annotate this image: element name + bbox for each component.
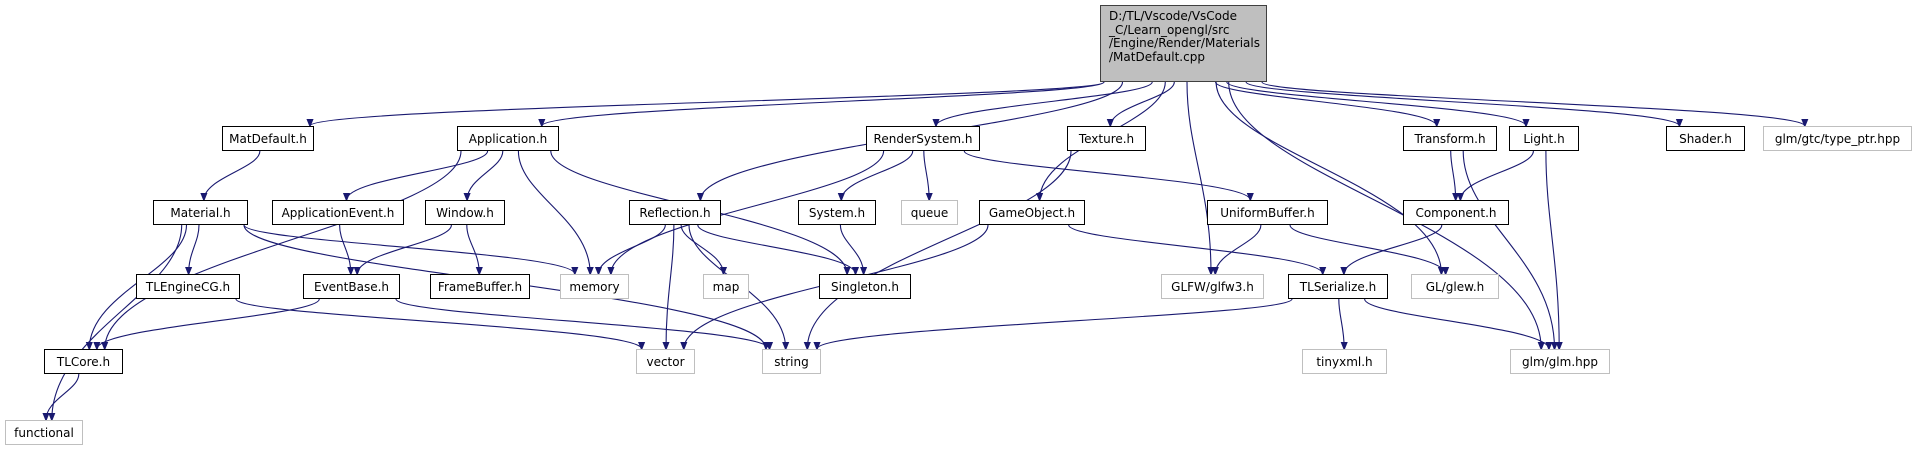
edge-application_h-to-applicationevent_h xyxy=(347,150,489,200)
edge-root-to-rendersystem_h xyxy=(936,81,1153,126)
node-light-h[interactable]: Light.h xyxy=(1509,126,1579,151)
node-tinyxml-h: tinyxml.h xyxy=(1302,349,1387,374)
edge-light_h-to-glm_hpp xyxy=(1545,150,1559,349)
edge-tlenginecg_h-to-vector xyxy=(235,298,642,349)
edge-root-to-application_h xyxy=(542,81,1105,126)
node-gameobject-h[interactable]: GameObject.h xyxy=(979,200,1085,225)
edge-root-to-glm_type_ptr xyxy=(1261,81,1805,126)
edge-root-to-transform_h xyxy=(1214,81,1437,126)
edge-root-to-light_h xyxy=(1226,81,1526,126)
edge-root-to-shader_h xyxy=(1245,81,1679,126)
node-reflection-h[interactable]: Reflection.h xyxy=(629,200,721,225)
edge-tlserialize_h-to-tinyxml_h xyxy=(1338,298,1344,349)
node-framebuffer-h[interactable]: FrameBuffer.h xyxy=(430,274,530,299)
node-singleton-h[interactable]: Singleton.h xyxy=(819,274,911,299)
node-glm-type-ptr-hpp: glm/gtc/type_ptr.hpp xyxy=(1763,126,1912,151)
edge-transform_h-to-component_h xyxy=(1450,150,1456,200)
edge-eventbase_h-to-tlcore_h xyxy=(97,298,320,349)
node-tlenginecg-h[interactable]: TLEngineCG.h xyxy=(136,274,240,299)
edge-tlcore_h-to-functional xyxy=(46,373,80,420)
edge-root-to-glew_h xyxy=(1215,81,1441,274)
edge-window_h-to-eventbase_h xyxy=(357,224,452,274)
edge-root-to-glfw_h xyxy=(1186,81,1211,274)
edge-applicationevent_h-to-eventbase_h xyxy=(339,224,351,274)
node-queue: queue xyxy=(901,200,958,225)
edge-rendersystem_h-to-queue xyxy=(923,150,929,200)
edge-application_h-to-window_h xyxy=(467,150,504,200)
edge-root-to-matdefault_h xyxy=(310,81,1105,126)
node-map: map xyxy=(703,274,749,299)
node-functional: functional xyxy=(5,420,83,445)
edge-light_h-to-component_h xyxy=(1460,150,1534,200)
node-window-h[interactable]: Window.h xyxy=(425,200,505,225)
node-application-h[interactable]: Application.h xyxy=(457,126,559,151)
node-eventbase-h[interactable]: EventBase.h xyxy=(303,274,400,299)
edge-root-to-glm_hpp xyxy=(1228,81,1542,349)
edge-reflection_h-to-memory xyxy=(599,224,666,274)
node-tlcore-h[interactable]: TLCore.h xyxy=(44,349,123,374)
node-material-h[interactable]: Material.h xyxy=(153,200,248,225)
edge-rendersystem_h-to-uniformbuffer_h xyxy=(963,150,1250,200)
node-tlserialize-h[interactable]: TLSerialize.h xyxy=(1288,274,1388,299)
node-matdefault-h[interactable]: MatDefault.h xyxy=(222,126,314,151)
node-system-h[interactable]: System.h xyxy=(798,200,876,225)
edge-root-to-texture_h xyxy=(1110,81,1175,126)
edge-application_h-to-memory xyxy=(517,150,590,274)
edge-uniformbuffer_h-to-glfw_h xyxy=(1215,224,1262,274)
node-memory: memory xyxy=(560,274,629,299)
node-gl-glew-h: GL/glew.h xyxy=(1411,274,1499,299)
edge-system_h-to-singleton_h xyxy=(839,224,863,274)
node-rendersystem-h[interactable]: RenderSystem.h xyxy=(866,126,980,151)
edge-tlserialize_h-to-glm_hpp xyxy=(1364,298,1549,349)
edge-texture_h-to-string xyxy=(807,150,1072,349)
edge-component_h-to-tlserialize_h xyxy=(1344,224,1443,274)
edge-material_h-to-tlenginecg_h xyxy=(189,224,200,274)
edge-material_h-to-memory xyxy=(243,224,575,274)
edge-reflection_h-to-vector xyxy=(666,224,675,349)
node-string: string xyxy=(762,349,821,374)
edge-application_h-to-tlcore_h xyxy=(105,150,462,349)
edge-reflection_h-to-singleton_h xyxy=(697,224,856,274)
node-glm-glm-hpp: glm/glm.hpp xyxy=(1510,349,1610,374)
node-texture-h[interactable]: Texture.h xyxy=(1067,126,1146,151)
edge-material_h-to-functional xyxy=(52,224,183,420)
node-component-h[interactable]: Component.h xyxy=(1403,200,1509,225)
edge-window_h-to-framebuffer_h xyxy=(466,224,480,274)
edge-tlserialize_h-to-string xyxy=(817,298,1293,349)
edge-reflection_h-to-map xyxy=(680,224,723,274)
edge-rendersystem_h-to-system_h xyxy=(841,150,914,200)
node-vector: vector xyxy=(636,349,695,374)
edge-transform_h-to-glm_hpp xyxy=(1462,150,1554,349)
node-root-matdefault-cpp[interactable]: D:/TL/Vscode/VsCode _C/Learn_opengl/src … xyxy=(1100,5,1267,82)
node-glfw-glfw3-h: GLFW/glfw3.h xyxy=(1161,274,1264,299)
edge-rendersystem_h-to-memory xyxy=(611,150,885,274)
edge-matdefault_h-to-material_h xyxy=(204,150,261,200)
edge-eventbase_h-to-string xyxy=(395,298,770,349)
node-shader-h[interactable]: Shader.h xyxy=(1666,126,1745,151)
node-transform-h[interactable]: Transform.h xyxy=(1403,126,1497,151)
node-uniformbuffer-h[interactable]: UniformBuffer.h xyxy=(1207,200,1328,225)
node-applicationevent-h[interactable]: ApplicationEvent.h xyxy=(272,200,404,225)
edge-gameobject_h-to-tlserialize_h xyxy=(1068,224,1323,274)
edge-uniformbuffer_h-to-glew_h xyxy=(1289,224,1446,274)
